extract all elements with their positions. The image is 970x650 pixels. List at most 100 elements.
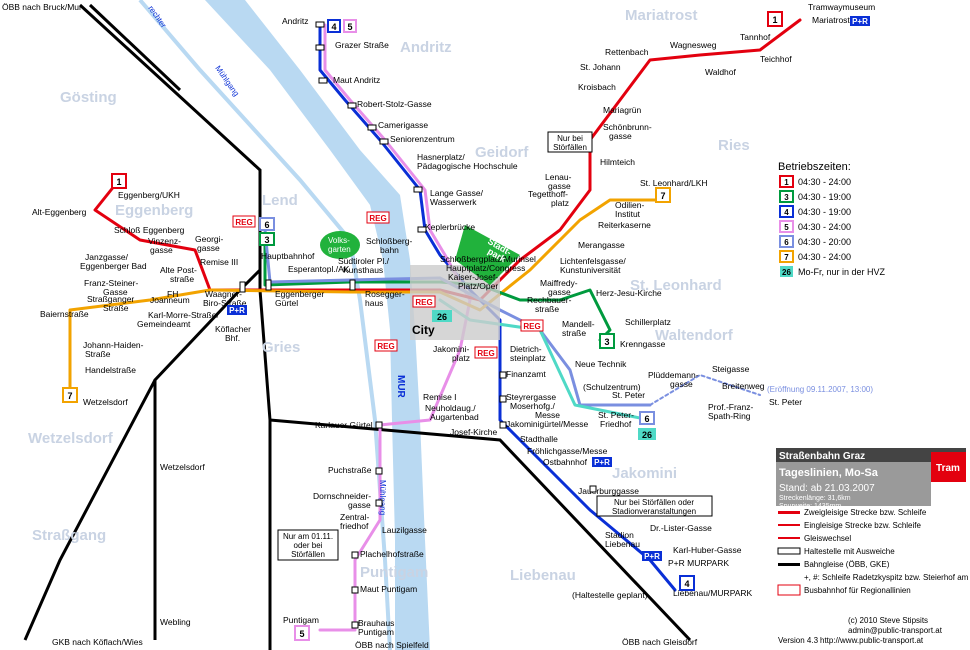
stop-label: Franz-Steiner-: [84, 278, 138, 288]
stop-label: Tannhof: [740, 32, 771, 42]
stop-label: Reiterkaserne: [598, 220, 651, 230]
stop-label: Schönbrunn-: [603, 122, 652, 132]
line-badge-26: [432, 310, 452, 322]
svg-text:REG: REG: [377, 342, 394, 351]
note-boxes: Nur bei Störfällen Nur bei Störfällen od…: [277, 131, 873, 561]
district-label: Jakomini: [612, 465, 677, 482]
stop-label: platz: [452, 353, 470, 363]
stop-label: Neuholdaug./: [425, 403, 476, 413]
info-stand: Stand: ab 21.03.2007: [779, 483, 875, 494]
stop-label: Mariatrost: [812, 15, 850, 25]
railway-label: GKB nach Köflach/Wies: [52, 637, 143, 647]
canal-label: rechter: [146, 4, 168, 30]
pr-badges: P+R P+R P+R P+R: [227, 16, 870, 561]
tram-badge: [931, 452, 966, 482]
stop-label: Kroisbach: [578, 82, 616, 92]
stop-marker: [347, 102, 357, 109]
stop-label: Hilmteich: [600, 157, 635, 167]
stop-label: Remise III: [200, 257, 238, 267]
stop-label: St. Peter: [612, 390, 645, 400]
svg-text:3: 3: [264, 235, 269, 245]
legend-line-number: 26: [782, 268, 791, 277]
info-row-label: +, #: Schleife Radetzkyspitz bzw. Steier…: [804, 573, 970, 582]
stop-label: Bhf.: [225, 333, 240, 343]
stop-label: FH: [167, 289, 178, 299]
info-box: Straßenbahn Graz Tageslinien, Mo-Sa Stan…: [776, 448, 970, 645]
svg-text:(Eröffnung 09.11.2007, 13:00): (Eröffnung 09.11.2007, 13:00): [767, 385, 873, 394]
svg-text:P+R: P+R: [644, 552, 660, 561]
line-badge-7: [62, 387, 78, 403]
stop-label: (Haltestelle geplant): [572, 590, 648, 600]
stop-label: Pädagogische Hochschule: [417, 161, 518, 171]
svg-text:P+R: P+R: [852, 17, 868, 26]
legend-line-number: 6: [784, 238, 789, 247]
stop-label: Remise I: [423, 392, 457, 402]
info-symbol: [777, 584, 801, 596]
svg-text:7: 7: [67, 391, 72, 401]
stop-label: gasse: [609, 131, 632, 141]
stop-label: Janzgasse/: [85, 252, 129, 262]
canal-label: Mühlgang: [213, 64, 241, 98]
stop-label: Liebenau/MURPARK: [673, 588, 753, 598]
line-badge-3: [599, 333, 615, 349]
stop-label: Lange Gasse/: [430, 188, 484, 198]
stop-label: Seniorenzentrum: [390, 134, 455, 144]
stop-label: City: [412, 323, 435, 337]
stop-label: Kunstuniversität: [560, 265, 621, 275]
railway-label: ÖBB nach Bruck/Mur: [2, 2, 82, 12]
legend-line-badge: [779, 235, 794, 248]
legend-time: 04:30 - 19:00: [798, 192, 851, 202]
stop-label: Messe: [535, 410, 560, 420]
stop-marker: [499, 395, 507, 403]
stop-label: Straße: [85, 349, 111, 359]
legend-line-number: 4: [784, 208, 789, 217]
stop-label: Dietrich-: [510, 344, 542, 354]
stop-label: Eggenberg/UKH: [118, 190, 180, 200]
stop-label: Maut Andritz: [333, 75, 380, 85]
legend-line-badge: [779, 190, 794, 203]
legend-line-badge: [779, 220, 794, 233]
stop-label: Schloßbergplatz/Murinsel: [440, 254, 536, 264]
stop-label: Gürtel: [275, 298, 298, 308]
svg-text:REG: REG: [415, 298, 432, 307]
info-row-label: Bahngleise (ÖBB, GKE): [804, 560, 890, 569]
stop-label: P+R MURPARK: [668, 558, 729, 568]
stop-label: Keplerbrücke: [425, 222, 475, 232]
stop-label: Institut: [615, 209, 641, 219]
stop-label: Esperantopl./AK: [288, 264, 350, 274]
stop-label: Rettenbach: [605, 47, 649, 57]
stop-label: straße: [535, 304, 559, 314]
stop-label: Andritz: [282, 16, 308, 26]
stop-label: Steigasse: [712, 364, 750, 374]
stop-label: Lenau-: [545, 172, 572, 182]
stop-marker: [413, 186, 423, 193]
line-badge-4: [679, 575, 695, 591]
stop-label: Puchstraße: [328, 465, 372, 475]
line-badge-1: [111, 173, 127, 189]
stop-label: straße: [170, 274, 194, 284]
stop-marker: [499, 421, 507, 429]
legend-time: 04:30 - 20:00: [798, 237, 851, 247]
stop-label: Wetzelsdorf: [160, 462, 205, 472]
stop-label: garten: [328, 245, 351, 254]
stop-labels: Andritz Grazer Straße Maut Andritz Rober…: [32, 2, 875, 637]
svg-text:Nur am 01.11.: Nur am 01.11.: [283, 532, 333, 541]
district-labels: Mariatrost Andritz Gösting Geidorf Ries …: [28, 7, 750, 584]
stop-label: Maiffredy-: [540, 278, 578, 288]
info-copyright: (c) 2010 Steve Stipsits: [848, 616, 928, 625]
stop-label: Joanneum: [150, 295, 190, 305]
stop-label: Puntigam: [283, 615, 319, 625]
stop-label: Rosegger-: [365, 289, 405, 299]
stop-label: Webling: [160, 617, 191, 627]
info-row-label: Eingleisige Strecke bzw. Schleife: [804, 521, 922, 530]
stop-label: friedhof: [340, 521, 369, 531]
info-symbol: [778, 537, 800, 539]
district-label: Waltendorf: [655, 327, 734, 344]
stop-label: Handelstraße: [85, 365, 136, 375]
line-badge-4: [327, 19, 341, 33]
stop-label: Eggenberger: [275, 289, 324, 299]
stop-label: straße: [562, 328, 586, 338]
stop-marker: [315, 44, 325, 51]
stop-label: Moserhofg./: [510, 401, 556, 411]
stop-label: gasse: [670, 379, 693, 389]
